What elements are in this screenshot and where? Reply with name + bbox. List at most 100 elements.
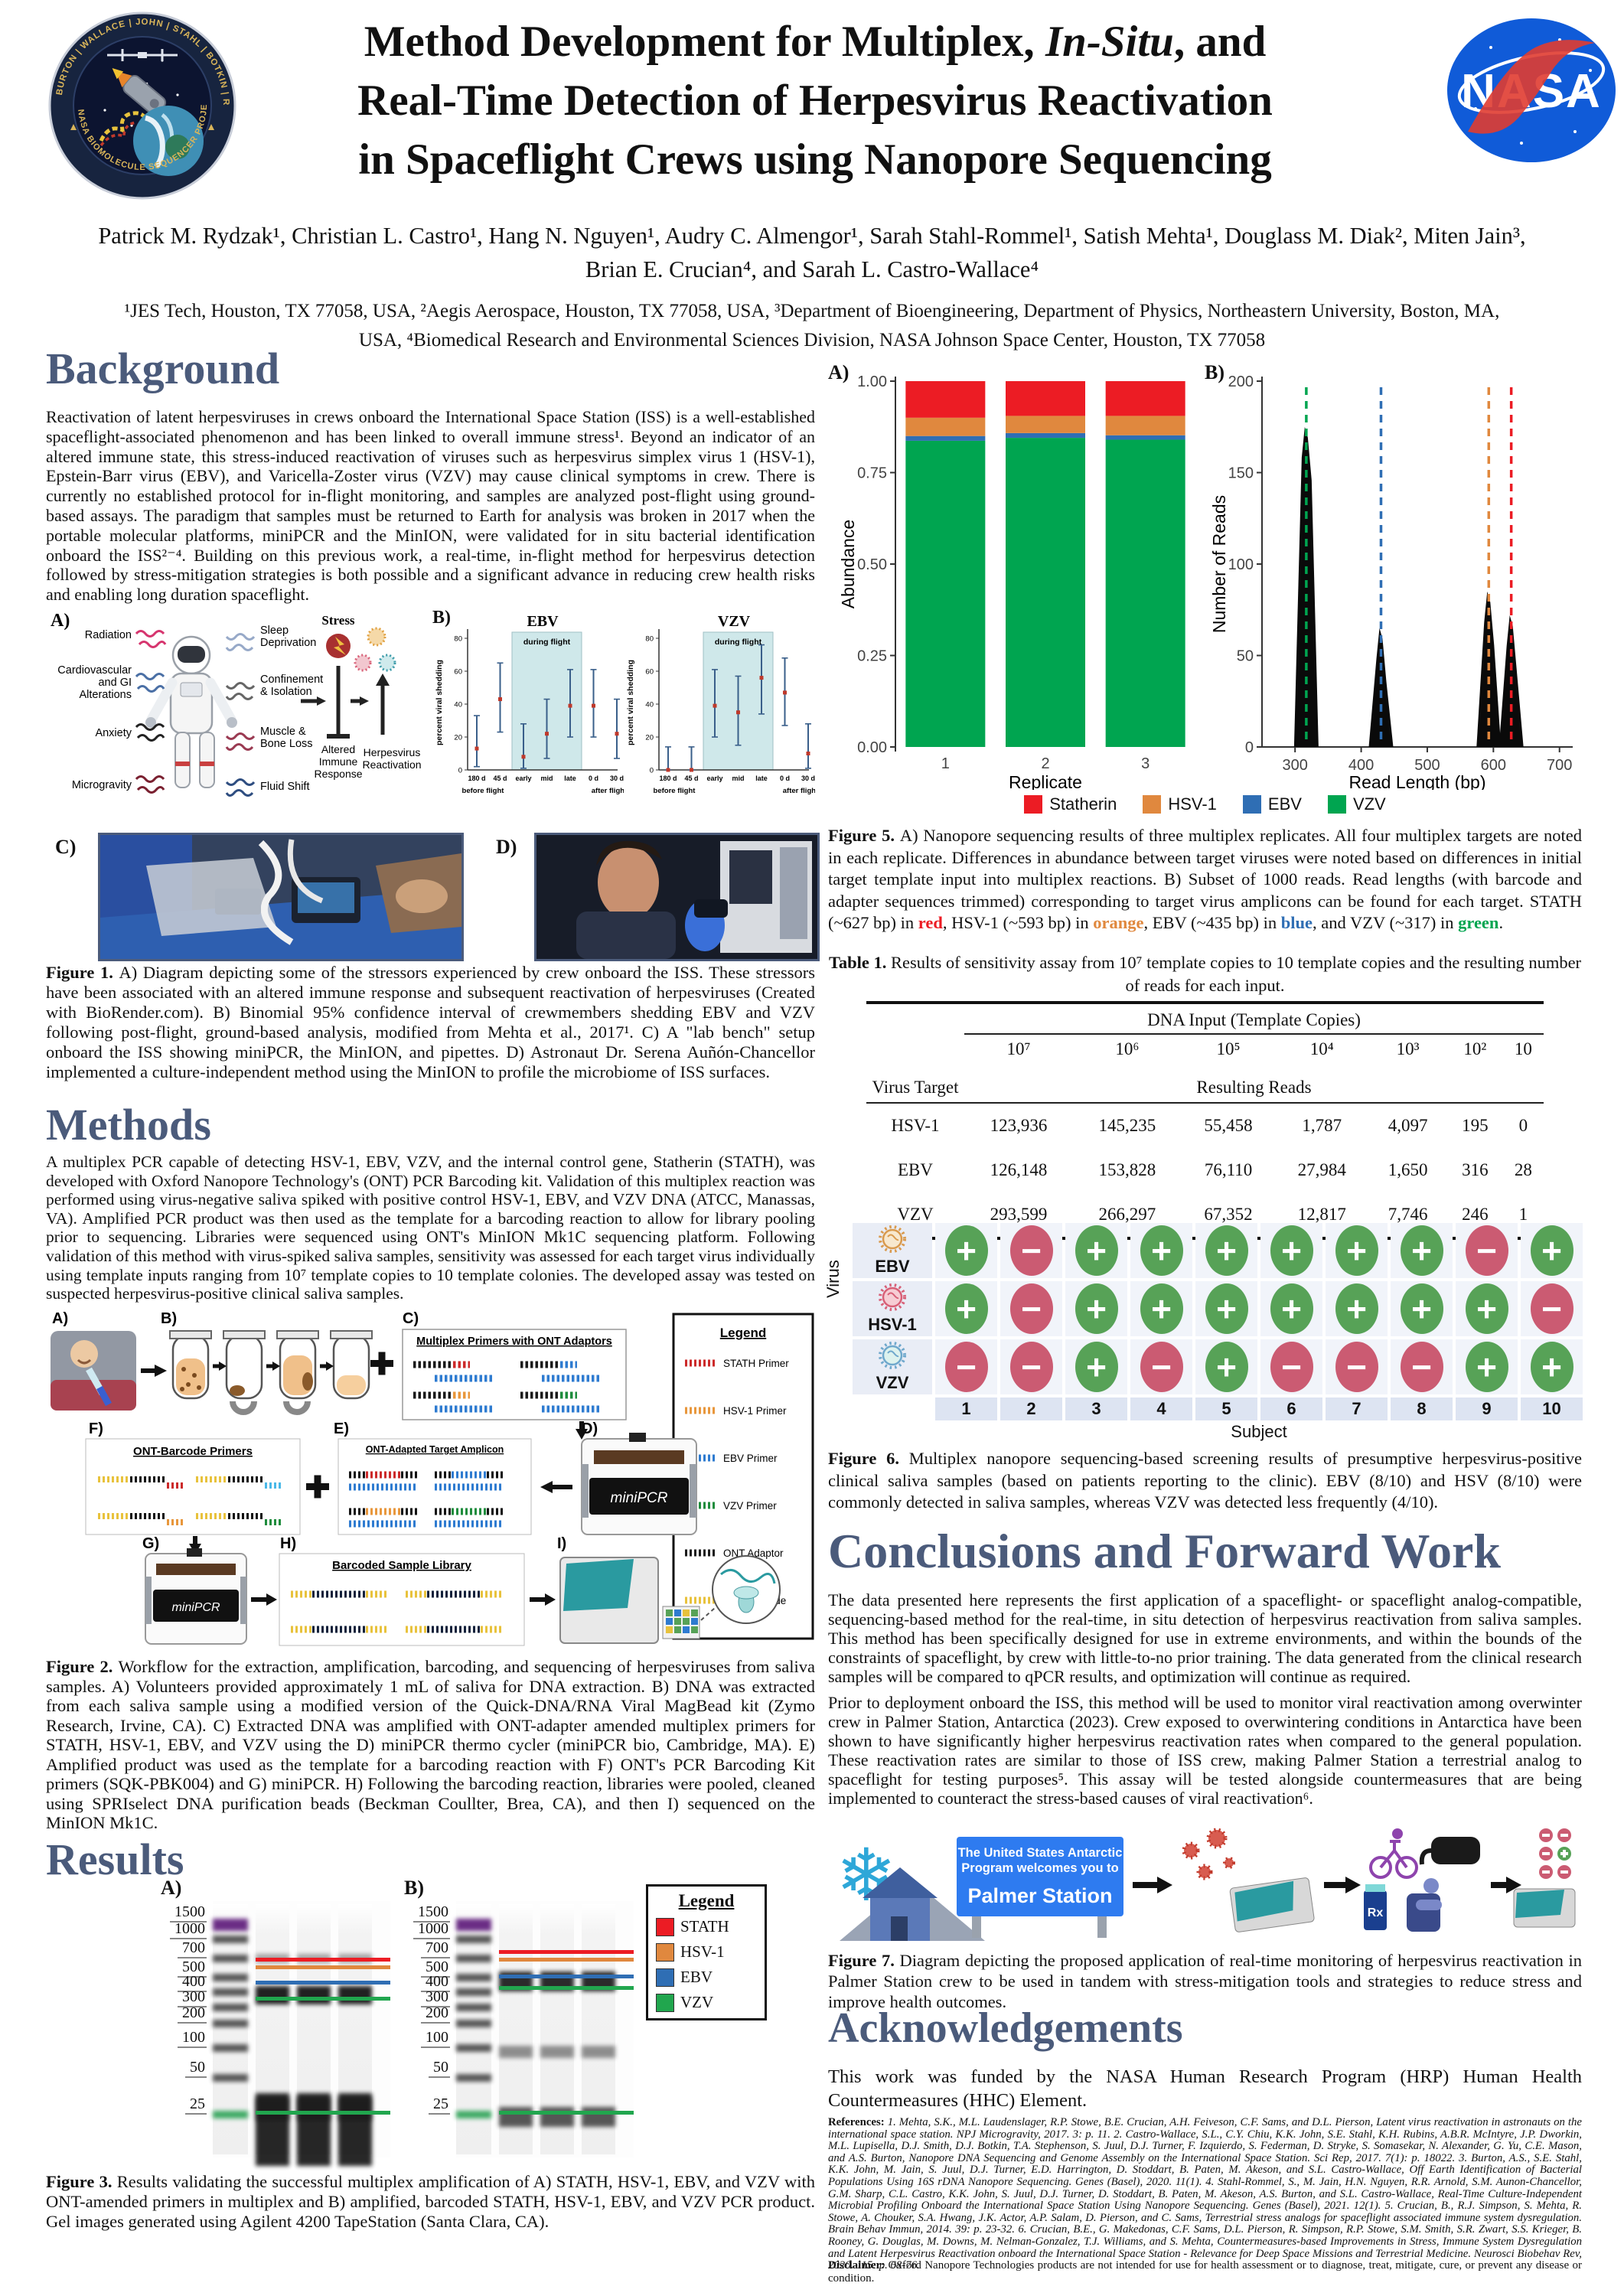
legend-item: HSV-1 bbox=[656, 1942, 757, 1962]
svg-text:180 d: 180 d bbox=[659, 775, 677, 782]
svg-text:ONT-Adapted Target Amplicon: ONT-Adapted Target Amplicon bbox=[366, 1444, 504, 1455]
iss-lab-bench-photo bbox=[98, 833, 464, 961]
subject-number: 2 bbox=[1000, 1397, 1062, 1420]
poster-title: Method Development for Multiplex, In-Sit… bbox=[253, 12, 1378, 189]
svg-text:C): C) bbox=[403, 1310, 419, 1327]
svg-text:0: 0 bbox=[458, 767, 462, 775]
positive-result-icon: + bbox=[1326, 1281, 1388, 1336]
svg-text:1: 1 bbox=[941, 755, 950, 772]
positive-result-icon: + bbox=[1391, 1281, 1453, 1336]
svg-text:0.00: 0.00 bbox=[857, 739, 887, 756]
figure-6-virus-axis-label: Virus bbox=[823, 1260, 843, 1298]
svg-text:G): G) bbox=[142, 1535, 159, 1552]
positive-result-icon: + bbox=[1326, 1223, 1388, 1278]
disclaimer-label: Disclaimer: bbox=[828, 2259, 885, 2272]
svg-text:Fluid Shift: Fluid Shift bbox=[260, 781, 309, 793]
svg-text:80: 80 bbox=[454, 635, 462, 644]
authors: Patrick M. Rydzak¹, Christian L. Castro¹… bbox=[98, 223, 1526, 282]
svg-text:Sleep: Sleep bbox=[260, 625, 289, 637]
svg-text:STATH Primer: STATH Primer bbox=[723, 1358, 789, 1369]
subject-number: 10 bbox=[1521, 1397, 1583, 1420]
svg-text:Immune: Immune bbox=[319, 755, 358, 768]
references-label: References: bbox=[828, 2116, 885, 2128]
svg-text:EBV: EBV bbox=[527, 613, 559, 630]
positive-result-icon: + bbox=[1391, 1223, 1453, 1278]
svg-text:Legend: Legend bbox=[720, 1326, 766, 1340]
negative-result-icon: − bbox=[1260, 1339, 1322, 1394]
svg-text:Program welcomes you to: Program welcomes you to bbox=[961, 1861, 1118, 1875]
svg-text:Replicate: Replicate bbox=[1009, 772, 1082, 790]
negative-result-icon: − bbox=[1130, 1339, 1192, 1394]
svg-text:45 d: 45 d bbox=[493, 775, 507, 782]
svg-text:Microgravity: Microgravity bbox=[72, 779, 132, 791]
figure-7-palmer-diagram: ❄ The United States Antarctic Program we… bbox=[836, 1828, 1576, 1941]
svg-text:before flight: before flight bbox=[462, 787, 505, 795]
svg-text:E): E) bbox=[334, 1420, 349, 1437]
svg-text:60: 60 bbox=[454, 668, 462, 677]
figure-2-workflow: A) B) C) D) E) F) G) H) I) bbox=[51, 1310, 814, 1646]
virus-icon bbox=[354, 654, 372, 672]
svg-text:Reactivation: Reactivation bbox=[362, 758, 421, 771]
title-line-3: in Spaceflight Crews using Nanopore Sequ… bbox=[358, 135, 1272, 184]
gel-marker-line bbox=[499, 1958, 634, 1962]
svg-text:Deprivation: Deprivation bbox=[260, 637, 316, 649]
subject-number: 1 bbox=[935, 1397, 997, 1420]
figure-5a-label: A) bbox=[828, 361, 850, 383]
magnet-icon bbox=[283, 1401, 311, 1415]
disclaimer-text: Oxford Nanopore Technologies products ar… bbox=[828, 2259, 1582, 2285]
figure-3-legend-title: Legend bbox=[678, 1891, 735, 1910]
pill-bottle-icon bbox=[1364, 1890, 1387, 1930]
svg-text:Abundance: Abundance bbox=[838, 520, 858, 608]
virus-icon-ebv: EBV bbox=[853, 1223, 932, 1278]
person-chair-icon bbox=[1407, 1878, 1442, 1932]
svg-text:early: early bbox=[706, 775, 722, 782]
svg-text:3: 3 bbox=[1141, 755, 1150, 772]
astronaut-minion-photo bbox=[534, 833, 820, 961]
svg-text:20: 20 bbox=[645, 734, 654, 742]
svg-text:Stress: Stress bbox=[321, 613, 355, 628]
subject-number: 3 bbox=[1065, 1397, 1127, 1420]
svg-text:& Isolation: & Isolation bbox=[260, 686, 312, 698]
svg-text:miniPCR: miniPCR bbox=[611, 1490, 668, 1506]
gel-marker-line bbox=[256, 1965, 390, 1970]
svg-text:Response: Response bbox=[314, 768, 362, 780]
subject-number: 9 bbox=[1456, 1397, 1518, 1420]
positive-result-icon: + bbox=[1065, 1223, 1127, 1278]
negative-result-icon: − bbox=[1391, 1339, 1453, 1394]
svg-text:Confinement: Confinement bbox=[260, 673, 323, 686]
svg-text:0: 0 bbox=[650, 767, 654, 775]
svg-text:Muscle &: Muscle & bbox=[260, 726, 306, 738]
legend-item: HSV-1 bbox=[1143, 794, 1217, 814]
negative-result-icon: − bbox=[1456, 1223, 1518, 1278]
legend-item: VZV bbox=[1327, 794, 1386, 814]
svg-text:mid: mid bbox=[540, 775, 553, 782]
figure-1c-label: C) bbox=[55, 836, 77, 858]
positive-result-icon: + bbox=[1130, 1223, 1192, 1278]
svg-text:VZV: VZV bbox=[718, 613, 751, 630]
conclusions-paragraph-1: The data presented here represents the f… bbox=[828, 1590, 1582, 1686]
svg-text:0 d: 0 d bbox=[780, 775, 790, 782]
gel-marker-line bbox=[256, 2111, 390, 2115]
positive-result-icon: + bbox=[1130, 1281, 1192, 1336]
svg-text:1.00: 1.00 bbox=[857, 373, 887, 390]
svg-text:700: 700 bbox=[1547, 757, 1572, 774]
svg-text:0 d: 0 d bbox=[589, 775, 598, 782]
svg-text:and GI: and GI bbox=[98, 677, 132, 689]
negative-result-icon: − bbox=[1521, 1281, 1583, 1336]
svg-text:early: early bbox=[515, 775, 531, 782]
title-line-2: Real-Time Detection of Herpesvirus React… bbox=[357, 77, 1273, 125]
table-1-title: Table 1. Results of sensitivity assay fr… bbox=[828, 953, 1582, 995]
legend-item: STATH bbox=[656, 1917, 757, 1936]
nasa-logo-icon: NASA bbox=[1445, 17, 1618, 164]
svg-text:HSV-1 Primer: HSV-1 Primer bbox=[723, 1405, 787, 1417]
positive-result-icon: + bbox=[1065, 1339, 1127, 1394]
svg-text:600: 600 bbox=[1481, 757, 1506, 774]
positive-result-icon: + bbox=[935, 1223, 997, 1278]
vr-headset-icon bbox=[1431, 1837, 1480, 1864]
acknowledgements-text: This work was funded by the NASA Human R… bbox=[828, 2066, 1582, 2111]
positive-result-icon: + bbox=[935, 1281, 997, 1336]
